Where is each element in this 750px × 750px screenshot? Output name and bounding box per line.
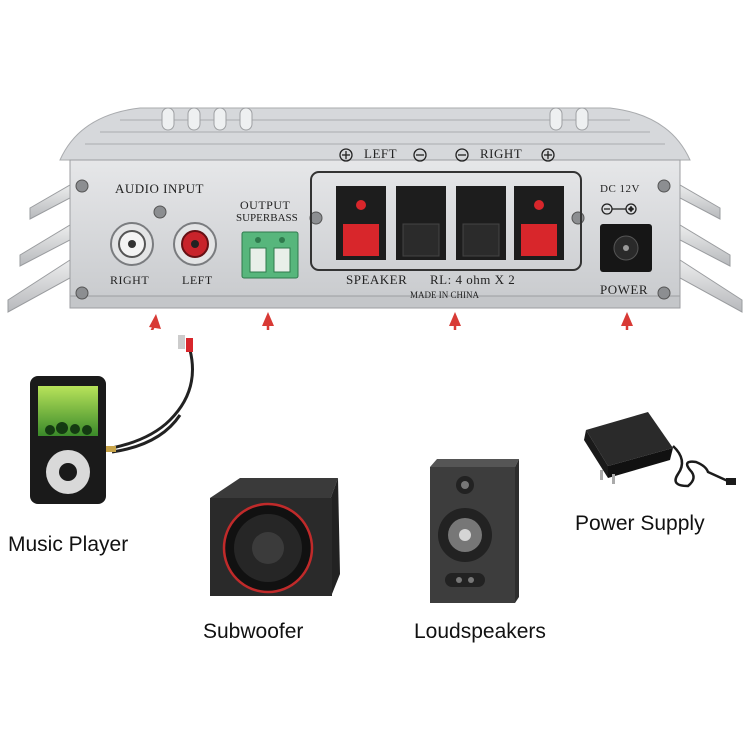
superbass-label: SUPERBASS <box>236 212 298 224</box>
superbass-output-terminal <box>241 231 299 279</box>
loudspeakers-caption: Loudspeakers <box>414 620 546 643</box>
impedance-label: RL: 4 ohm X 2 <box>430 272 516 287</box>
speaker-terminal-left-minus <box>396 186 446 260</box>
music-player-caption: Music Player <box>8 533 129 556</box>
power-label: POWER <box>600 282 648 297</box>
rca-right-label: RIGHT <box>110 273 150 287</box>
output-label: OUTPUT <box>240 198 291 212</box>
speaker-label: SPEAKER <box>346 272 408 287</box>
audio-input-label: AUDIO INPUT <box>115 181 204 196</box>
speaker-icon <box>430 459 519 603</box>
speaker-left-header: LEFT <box>364 146 398 161</box>
dc-power-jack <box>600 224 652 272</box>
rca-jack-left <box>173 222 217 266</box>
subwoofer-caption: Subwoofer <box>203 620 304 643</box>
connection-arrows <box>149 312 633 330</box>
heatsink-fins-right <box>679 184 743 313</box>
power-supply-caption: Power Supply <box>575 512 705 535</box>
heatsink-fins-left <box>7 184 71 313</box>
amplifier-rear-panel <box>7 107 743 330</box>
mp3-player-icon <box>30 335 194 504</box>
subwoofer-icon <box>210 478 340 596</box>
speaker-terminal-right-plus <box>514 186 564 260</box>
speaker-terminal-left-plus <box>336 186 386 260</box>
dc-polarity-icon <box>601 203 637 215</box>
power-adapter-icon <box>584 412 736 488</box>
rca-jack-right <box>110 222 154 266</box>
dc-voltage-label: DC 12V <box>600 183 640 195</box>
rca-left-label: LEFT <box>182 273 213 287</box>
speaker-right-header: RIGHT <box>480 146 523 161</box>
made-in-label: MADE IN CHINA <box>410 290 479 300</box>
speaker-terminal-right-minus <box>456 186 506 260</box>
